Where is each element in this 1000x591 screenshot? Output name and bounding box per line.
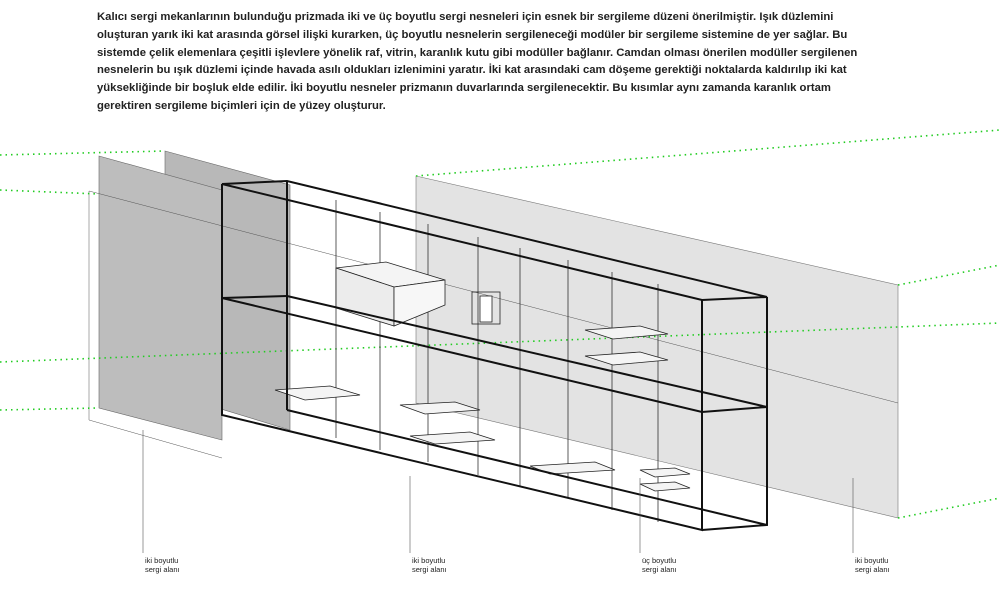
label-right-wall: iki boyutlu sergi alanı xyxy=(855,556,890,574)
label-line2: sergi alanı xyxy=(855,564,890,574)
label-leaders xyxy=(142,430,854,553)
label-line2: sergi alanı xyxy=(642,564,677,574)
prism-outline xyxy=(221,179,768,532)
label-3d-area: üç boyutlu sergi alanı xyxy=(642,556,677,574)
label-line2: sergi alanı xyxy=(145,564,180,574)
lower-shelf-modules xyxy=(274,385,691,492)
upper-display-modules xyxy=(335,261,669,366)
label-center-wall: iki boyutlu sergi alanı xyxy=(412,556,447,574)
wall-left-front xyxy=(98,155,223,441)
label-line1: iki boyutlu xyxy=(145,556,179,565)
description-text: Kalıcı sergi mekanlarının bulunduğu priz… xyxy=(97,11,858,112)
wall-right-light xyxy=(415,175,899,519)
label-line1: üç boyutlu xyxy=(642,556,677,565)
label-left-wall: iki boyutlu sergi alanı xyxy=(145,556,180,574)
label-line2: sergi alanı xyxy=(412,564,447,574)
label-line1: iki boyutlu xyxy=(412,556,446,565)
dotted-guides xyxy=(0,129,1000,519)
label-line1: iki boyutlu xyxy=(855,556,889,565)
